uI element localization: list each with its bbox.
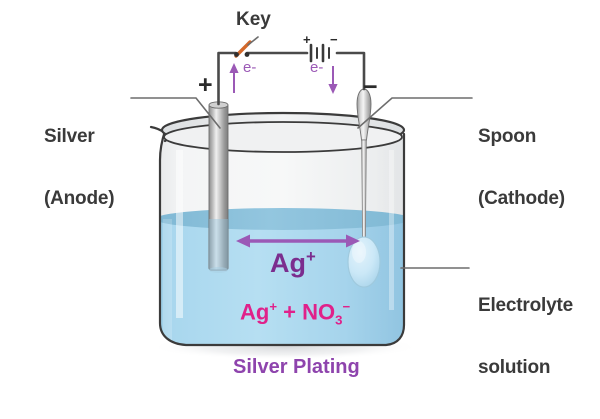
cathode-polarity-sign: − [363,73,378,101]
ion-charge: + [306,247,316,266]
battery-positive-sign: + [303,32,311,47]
silver-anode-electrode [208,101,229,273]
electroplating-diagram-svg [130,36,473,360]
key-switch [234,40,252,58]
spoon-bowl [347,236,381,288]
formula-cation-charge: + [269,299,278,314]
cathode-label-line2: (Cathode) [478,187,565,209]
ion-migration-arrow [236,234,360,248]
leader-anode [130,97,221,129]
leader-key [247,36,259,46]
electrolyte-label-line1: Electrolyte [478,295,573,317]
anode-label-line1: Silver [44,126,95,148]
spoon-shaft [361,139,367,244]
electron-arrows [229,63,338,94]
electrolyte-formula: Ag+ + NO3− [240,299,351,328]
battery-symbol [309,43,330,63]
leader-lines [130,36,473,269]
spoon-bowl-highlight [352,241,366,263]
diagram-canvas: Key Silver (Anode) Spoon (Cathode) Elect… [44,9,573,378]
electrolyte-label-line2: solution [478,356,551,378]
circuit-wiring [217,51,366,106]
formula-anion: NO [302,299,336,325]
ion-symbol: Ag [270,248,306,278]
anode-polarity-sign: + [198,71,213,99]
leader-cathode [357,97,473,129]
anode-label: Silver (Anode) [44,86,115,250]
electron-label-left: e- [243,59,257,76]
electrolyte-label: Electrolyte solution [478,255,573,419]
ion-migration-label: Ag+ [270,247,316,278]
formula-cation: Ag [240,299,270,325]
wire-left [217,51,238,106]
wire-right [335,51,366,91]
key-label: Key [236,9,271,30]
anode-label-line2: (Anode) [44,187,115,209]
formula-plus-sign: + [277,299,303,325]
cathode-label-line1: Spoon [478,126,537,148]
liquid-surface [160,208,404,230]
spoon-cathode-electrode [347,88,381,288]
electron-label-right: e- [310,59,324,76]
beaker-outline [158,129,406,347]
formula-anion-charge: − [342,299,351,314]
spoon-handle-top [356,88,372,141]
diagram-title: Silver Plating [233,356,360,378]
cathode-label: Spoon (Cathode) [478,86,565,250]
formula-anion-subscript: 3 [335,312,343,328]
battery-negative-sign: − [330,32,338,47]
